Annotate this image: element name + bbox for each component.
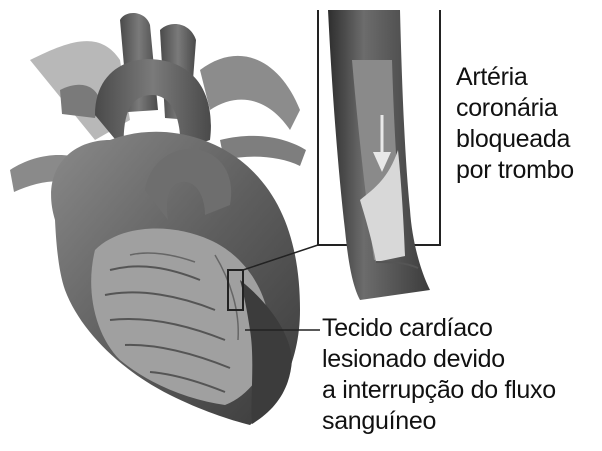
tissue-label-line: sanguíneo (322, 406, 556, 437)
artery-label-line: bloqueada (456, 124, 574, 155)
artery-label-line: Artéria (456, 62, 574, 93)
tissue-label-line: lesionado devido (322, 344, 556, 375)
artery-label-line: por trombo (456, 155, 574, 186)
artery-label: Artéria coronária bloqueada por trombo (456, 62, 574, 186)
tissue-label-line: a interrupção do fluxo (322, 375, 556, 406)
tissue-label: Tecido cardíaco lesionado devido a inter… (322, 313, 556, 437)
artery-label-line: coronária (456, 93, 574, 124)
tissue-label-line: Tecido cardíaco (322, 313, 556, 344)
